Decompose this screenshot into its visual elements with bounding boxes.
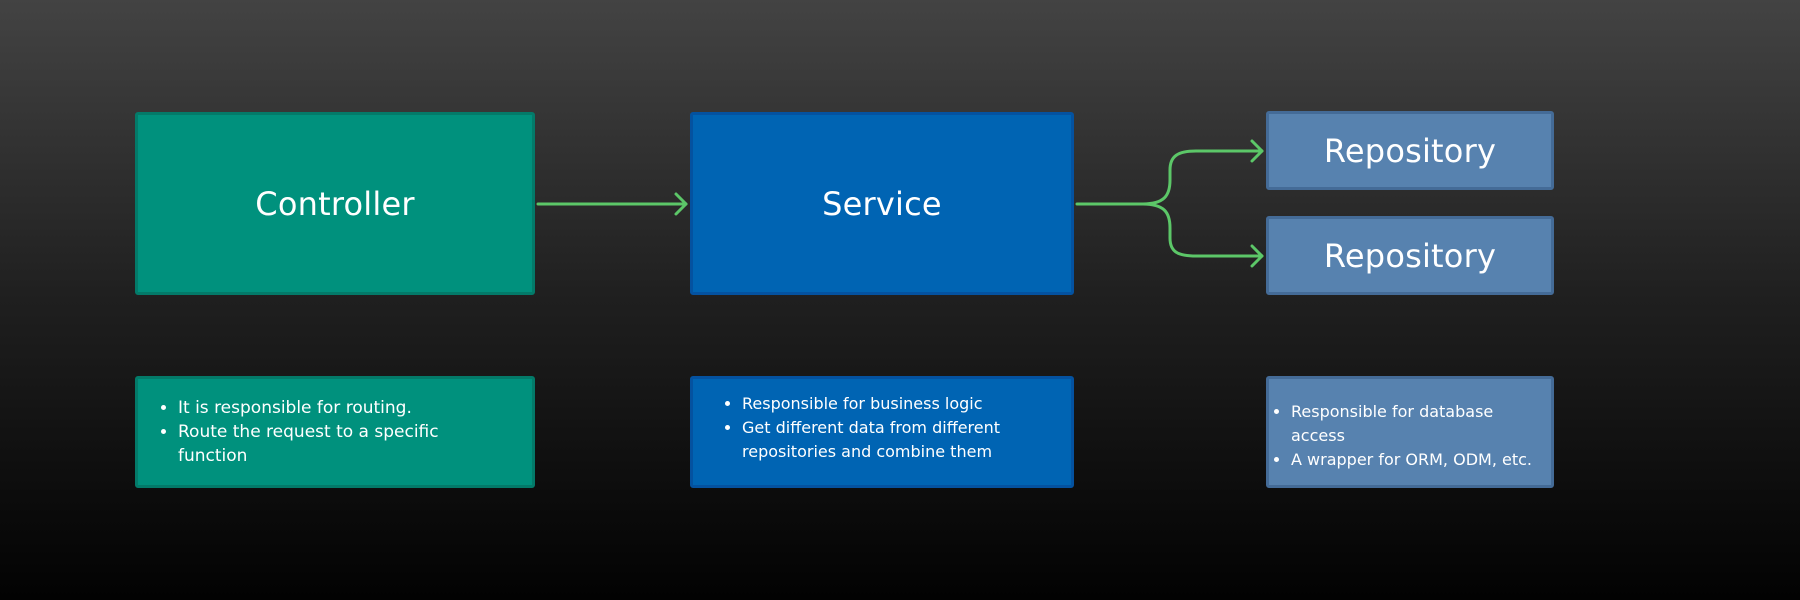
repository-label-2: Repository [1323, 236, 1497, 275]
controller-box: Controller [135, 112, 535, 295]
service-bullet-2: Get different data from different reposi… [742, 416, 1051, 464]
repository-bullet-1: Responsible for database access [1291, 400, 1545, 448]
arrow-service-to-repository-bottom [1140, 202, 1264, 268]
service-label: Service [822, 184, 942, 223]
repository-bullet-list: Responsible for database access A wrappe… [1269, 400, 1545, 472]
service-bullet-list: Responsible for business logic Get diffe… [720, 392, 1051, 464]
controller-label: Controller [255, 184, 415, 223]
controller-bullet-list: It is responsible for routing. Route the… [156, 396, 512, 468]
service-bullet-1: Responsible for business logic [742, 392, 1051, 416]
repository-bullet-2: A wrapper for ORM, ODM, etc. [1291, 448, 1545, 472]
controller-bullet-2: Route the request to a specific function [178, 420, 512, 468]
repository-box-1: Repository [1266, 111, 1554, 190]
repository-box-2: Repository [1266, 216, 1554, 295]
repository-description: Responsible for database access A wrappe… [1266, 376, 1554, 488]
controller-bullet-1: It is responsible for routing. [178, 396, 512, 420]
arrow-controller-to-service [536, 192, 688, 216]
service-box: Service [690, 112, 1074, 295]
repository-label-1: Repository [1323, 131, 1497, 170]
controller-description: It is responsible for routing. Route the… [135, 376, 535, 488]
arrow-service-to-repository-top [1075, 139, 1264, 206]
service-description: Responsible for business logic Get diffe… [690, 376, 1074, 488]
